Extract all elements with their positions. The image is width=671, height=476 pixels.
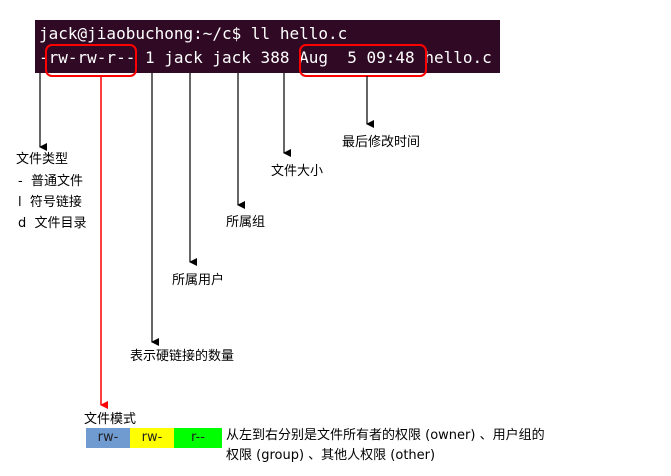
permission-description-line2: 权限 (group) 、其他人权限 (other) [226, 448, 436, 463]
hard-links-label: 表示硬链接的数量 [130, 349, 235, 364]
permission-highlight-box [45, 44, 137, 77]
file-size-label: 文件大小 [271, 164, 324, 179]
terminal-output-line: -rw-rw-r-- 1 jack jack 388 Aug 5 09:48 h… [39, 48, 492, 67]
file-type-regular: - 普通文件 [18, 174, 83, 189]
mod-time-label: 最后修改时间 [342, 135, 421, 150]
file-mode-title: 文件模式 [84, 412, 137, 427]
file-type-title: 文件类型 [16, 152, 69, 167]
terminal-prompt-line: jack@jiaobuchong:~/c$ ll hello.c [39, 24, 348, 43]
permission-description-line1: 从左到右分别是文件所有者的权限 (owner) 、用户组的 [226, 428, 545, 443]
time-highlight-box [299, 44, 427, 77]
file-type-link: l 符号链接 [18, 195, 82, 210]
group-label: 所属组 [226, 215, 266, 230]
owner-permission-block: rw- [86, 428, 130, 448]
other-permission-block: r-- [174, 428, 222, 448]
owner-user-label: 所属用户 [172, 273, 225, 288]
file-type-dir: d 文件目录 [18, 216, 87, 231]
group-permission-block: rw- [130, 428, 174, 448]
